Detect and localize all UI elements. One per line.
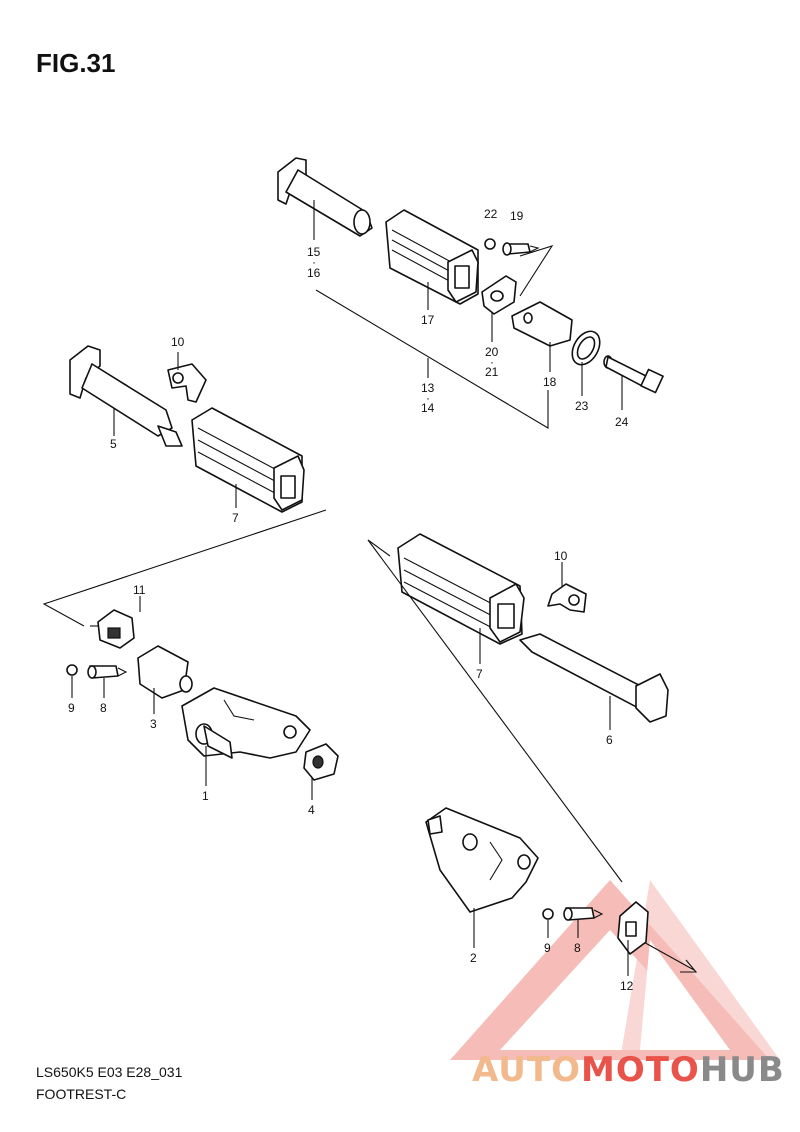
- label-17: 17: [421, 313, 435, 327]
- label-8-left: 8: [100, 701, 107, 715]
- label-19: 19: [510, 209, 524, 223]
- footrest-rubber-17: [385, 209, 479, 305]
- label-dot-20: ·: [490, 355, 494, 369]
- label-1: 1: [202, 789, 209, 803]
- washer-23: [571, 330, 601, 366]
- label-13: 13: [421, 381, 435, 395]
- label-15: 15: [307, 245, 321, 259]
- nut-9-right: [542, 908, 554, 920]
- pin-8-right: [563, 907, 604, 921]
- label-3: 3: [150, 717, 157, 731]
- label-16: 16: [307, 266, 321, 280]
- left-assembly-guide: [42, 509, 327, 627]
- label-14: 14: [421, 401, 435, 415]
- footrest-bracket-1: [181, 687, 311, 759]
- watermark-moto: MOTO: [580, 1050, 700, 1090]
- watermark-triangle-icon: [450, 880, 780, 1060]
- label-9-left: 9: [68, 701, 75, 715]
- label-18: 18: [543, 375, 557, 389]
- label-4: 4: [308, 803, 315, 817]
- label-11: 11: [133, 583, 146, 597]
- pin-8-left: [87, 665, 128, 679]
- label-6: 6: [606, 733, 613, 747]
- label-21: 21: [485, 365, 499, 379]
- leader-lines: [71, 200, 629, 976]
- watermark-hub: HUB: [699, 1050, 785, 1090]
- model-code: LS650K5 E03 E28_031: [36, 1064, 183, 1080]
- bolt-24: [603, 355, 664, 394]
- label-5: 5: [110, 437, 117, 451]
- label-7-left: 7: [232, 511, 239, 525]
- nut-9-left: [66, 664, 78, 676]
- pin-19: [502, 242, 540, 256]
- watermark-logo: AUTOMOTOHUB: [472, 1050, 785, 1090]
- cap-11: [90, 609, 135, 649]
- washer-22: [484, 238, 496, 250]
- arrow-head-icon: [680, 959, 698, 973]
- label-22: 22: [484, 207, 498, 221]
- pin-guide-line: [519, 245, 554, 297]
- block-3: [137, 645, 193, 699]
- watermark-auto: AUTO: [472, 1050, 581, 1090]
- figure-title: FIG.31: [36, 48, 116, 78]
- section-name: FOOTREST-C: [36, 1086, 127, 1102]
- footrest-arm-5: [69, 345, 183, 447]
- bracket-18: [511, 301, 573, 347]
- label-7-right: 7: [476, 667, 483, 681]
- bracket-10-top: [167, 363, 207, 403]
- label-23: 23: [575, 399, 589, 413]
- label-10-right: 10: [554, 549, 568, 563]
- footrest-bracket-2: [425, 807, 539, 913]
- label-9-right: 9: [544, 941, 551, 955]
- footrest-arm-15: [277, 157, 373, 237]
- label-20: 20: [485, 345, 499, 359]
- cap-12: [617, 901, 649, 955]
- label-10-top: 10: [171, 335, 185, 349]
- footrest-rubber-7-left: [191, 407, 305, 513]
- nut-4: [303, 743, 339, 781]
- footrest-arm-6: [519, 633, 669, 723]
- label-dot-13: ·: [426, 391, 430, 405]
- right-guide-long: [367, 539, 623, 883]
- label-8-right: 8: [574, 941, 581, 955]
- label-12: 12: [620, 979, 634, 993]
- footrest-rubber-7-right: [397, 533, 525, 645]
- label-dot-15: ·: [312, 255, 316, 269]
- label-2: 2: [470, 951, 477, 965]
- plate-20: [481, 275, 517, 315]
- right-guide-arrow: [639, 939, 695, 971]
- part-labels: 15 · 16 17 22 19 20 · 21 18 23 24 13 · 1…: [68, 207, 634, 993]
- bracket-10-right: [547, 583, 587, 613]
- label-24: 24: [615, 415, 629, 429]
- right-guide-short: [367, 539, 391, 557]
- assembly-bracket-13: [315, 289, 549, 429]
